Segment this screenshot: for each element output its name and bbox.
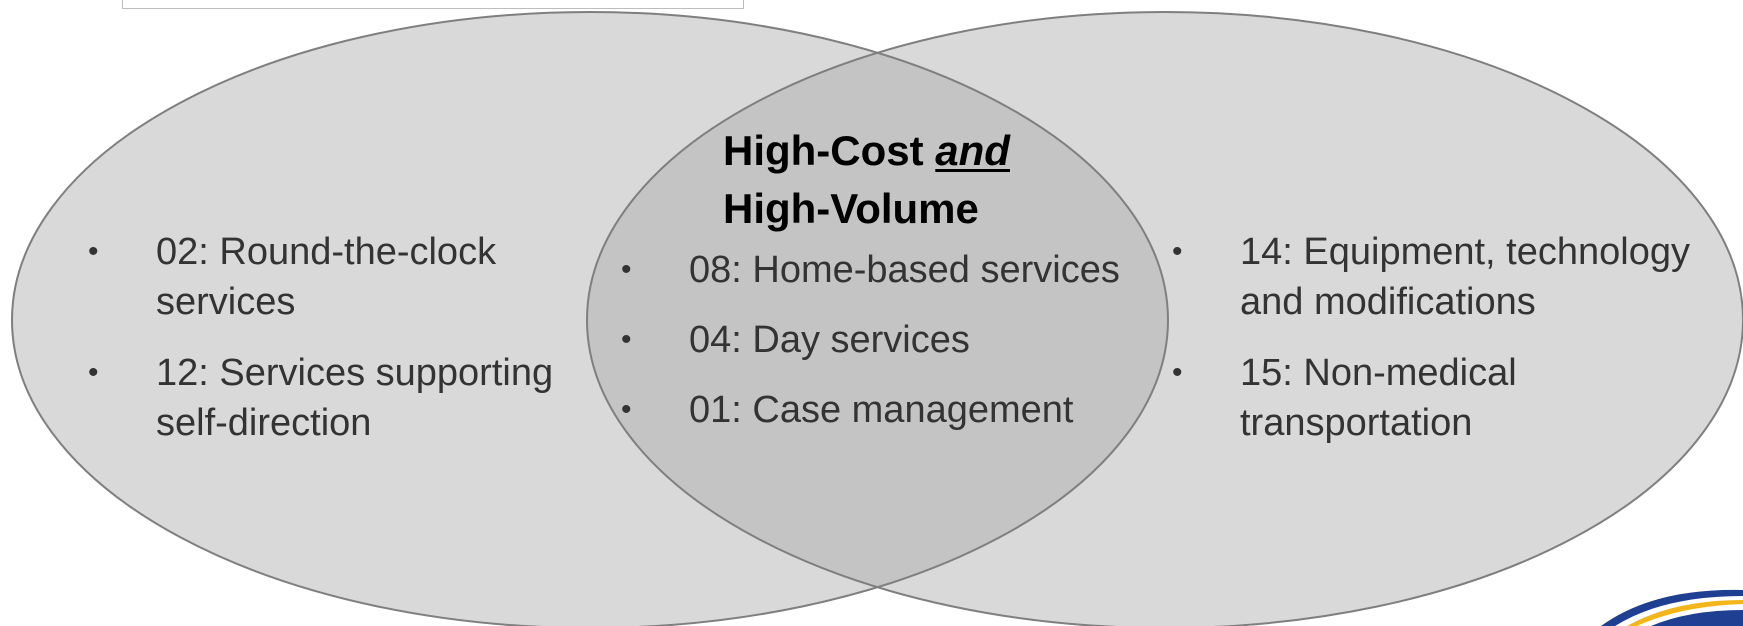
list-item: • 14: Equipment, technology and modificat…	[1172, 227, 1743, 327]
list-item-text: 08: Home-based services	[689, 249, 1120, 291]
bullet-icon: •	[621, 253, 632, 286]
list-item: • 01: Case management	[621, 385, 1181, 435]
bullet-icon: •	[88, 356, 99, 389]
overlap-title: High-Cost and High-Volume	[723, 122, 1010, 238]
list-item-text: 12: Services supporting self-direction	[156, 352, 554, 444]
title-text-and: and	[935, 127, 1010, 174]
list-item: • 12: Services supporting self-direction	[88, 348, 608, 448]
right-set-list: • 14: Equipment, technology and modificat…	[1172, 227, 1743, 469]
bullet-icon: •	[621, 393, 632, 426]
overlap-region	[587, 12, 1168, 626]
top-frame-edge	[122, 0, 744, 9]
list-item-text: 15: Non-medical transportation	[1240, 352, 1517, 444]
right-set-outline	[586, 11, 1743, 626]
list-item: • 08: Home-based services	[621, 245, 1181, 295]
bullet-icon: •	[88, 235, 99, 268]
logo-swoosh-icon	[1601, 589, 1743, 626]
left-set-outline	[11, 11, 1169, 626]
list-item-text: 01: Case management	[689, 389, 1074, 431]
list-item-text: 14: Equipment, technology and modificati…	[1240, 231, 1690, 323]
list-item-text: 04: Day services	[689, 319, 970, 361]
list-item: • 02: Round-the-clock services	[88, 227, 608, 327]
overlap-title-line1: High-Cost and	[723, 122, 1010, 180]
list-item-text: 02: Round-the-clock services	[156, 231, 497, 323]
list-item: • 15: Non-medical transportation	[1172, 348, 1743, 448]
overlap-title-line2: High-Volume	[723, 185, 979, 232]
bullet-icon: •	[1172, 235, 1183, 268]
overlap-list: • 08: Home-based services • 04: Day servic…	[621, 245, 1181, 455]
left-set-list: • 02: Round-the-clock services • 12: Servi…	[88, 227, 608, 469]
bullet-icon: •	[621, 323, 632, 356]
title-text-high-cost: High-Cost	[723, 127, 936, 174]
list-item: • 04: Day services	[621, 315, 1181, 365]
bullet-icon: •	[1172, 356, 1183, 389]
